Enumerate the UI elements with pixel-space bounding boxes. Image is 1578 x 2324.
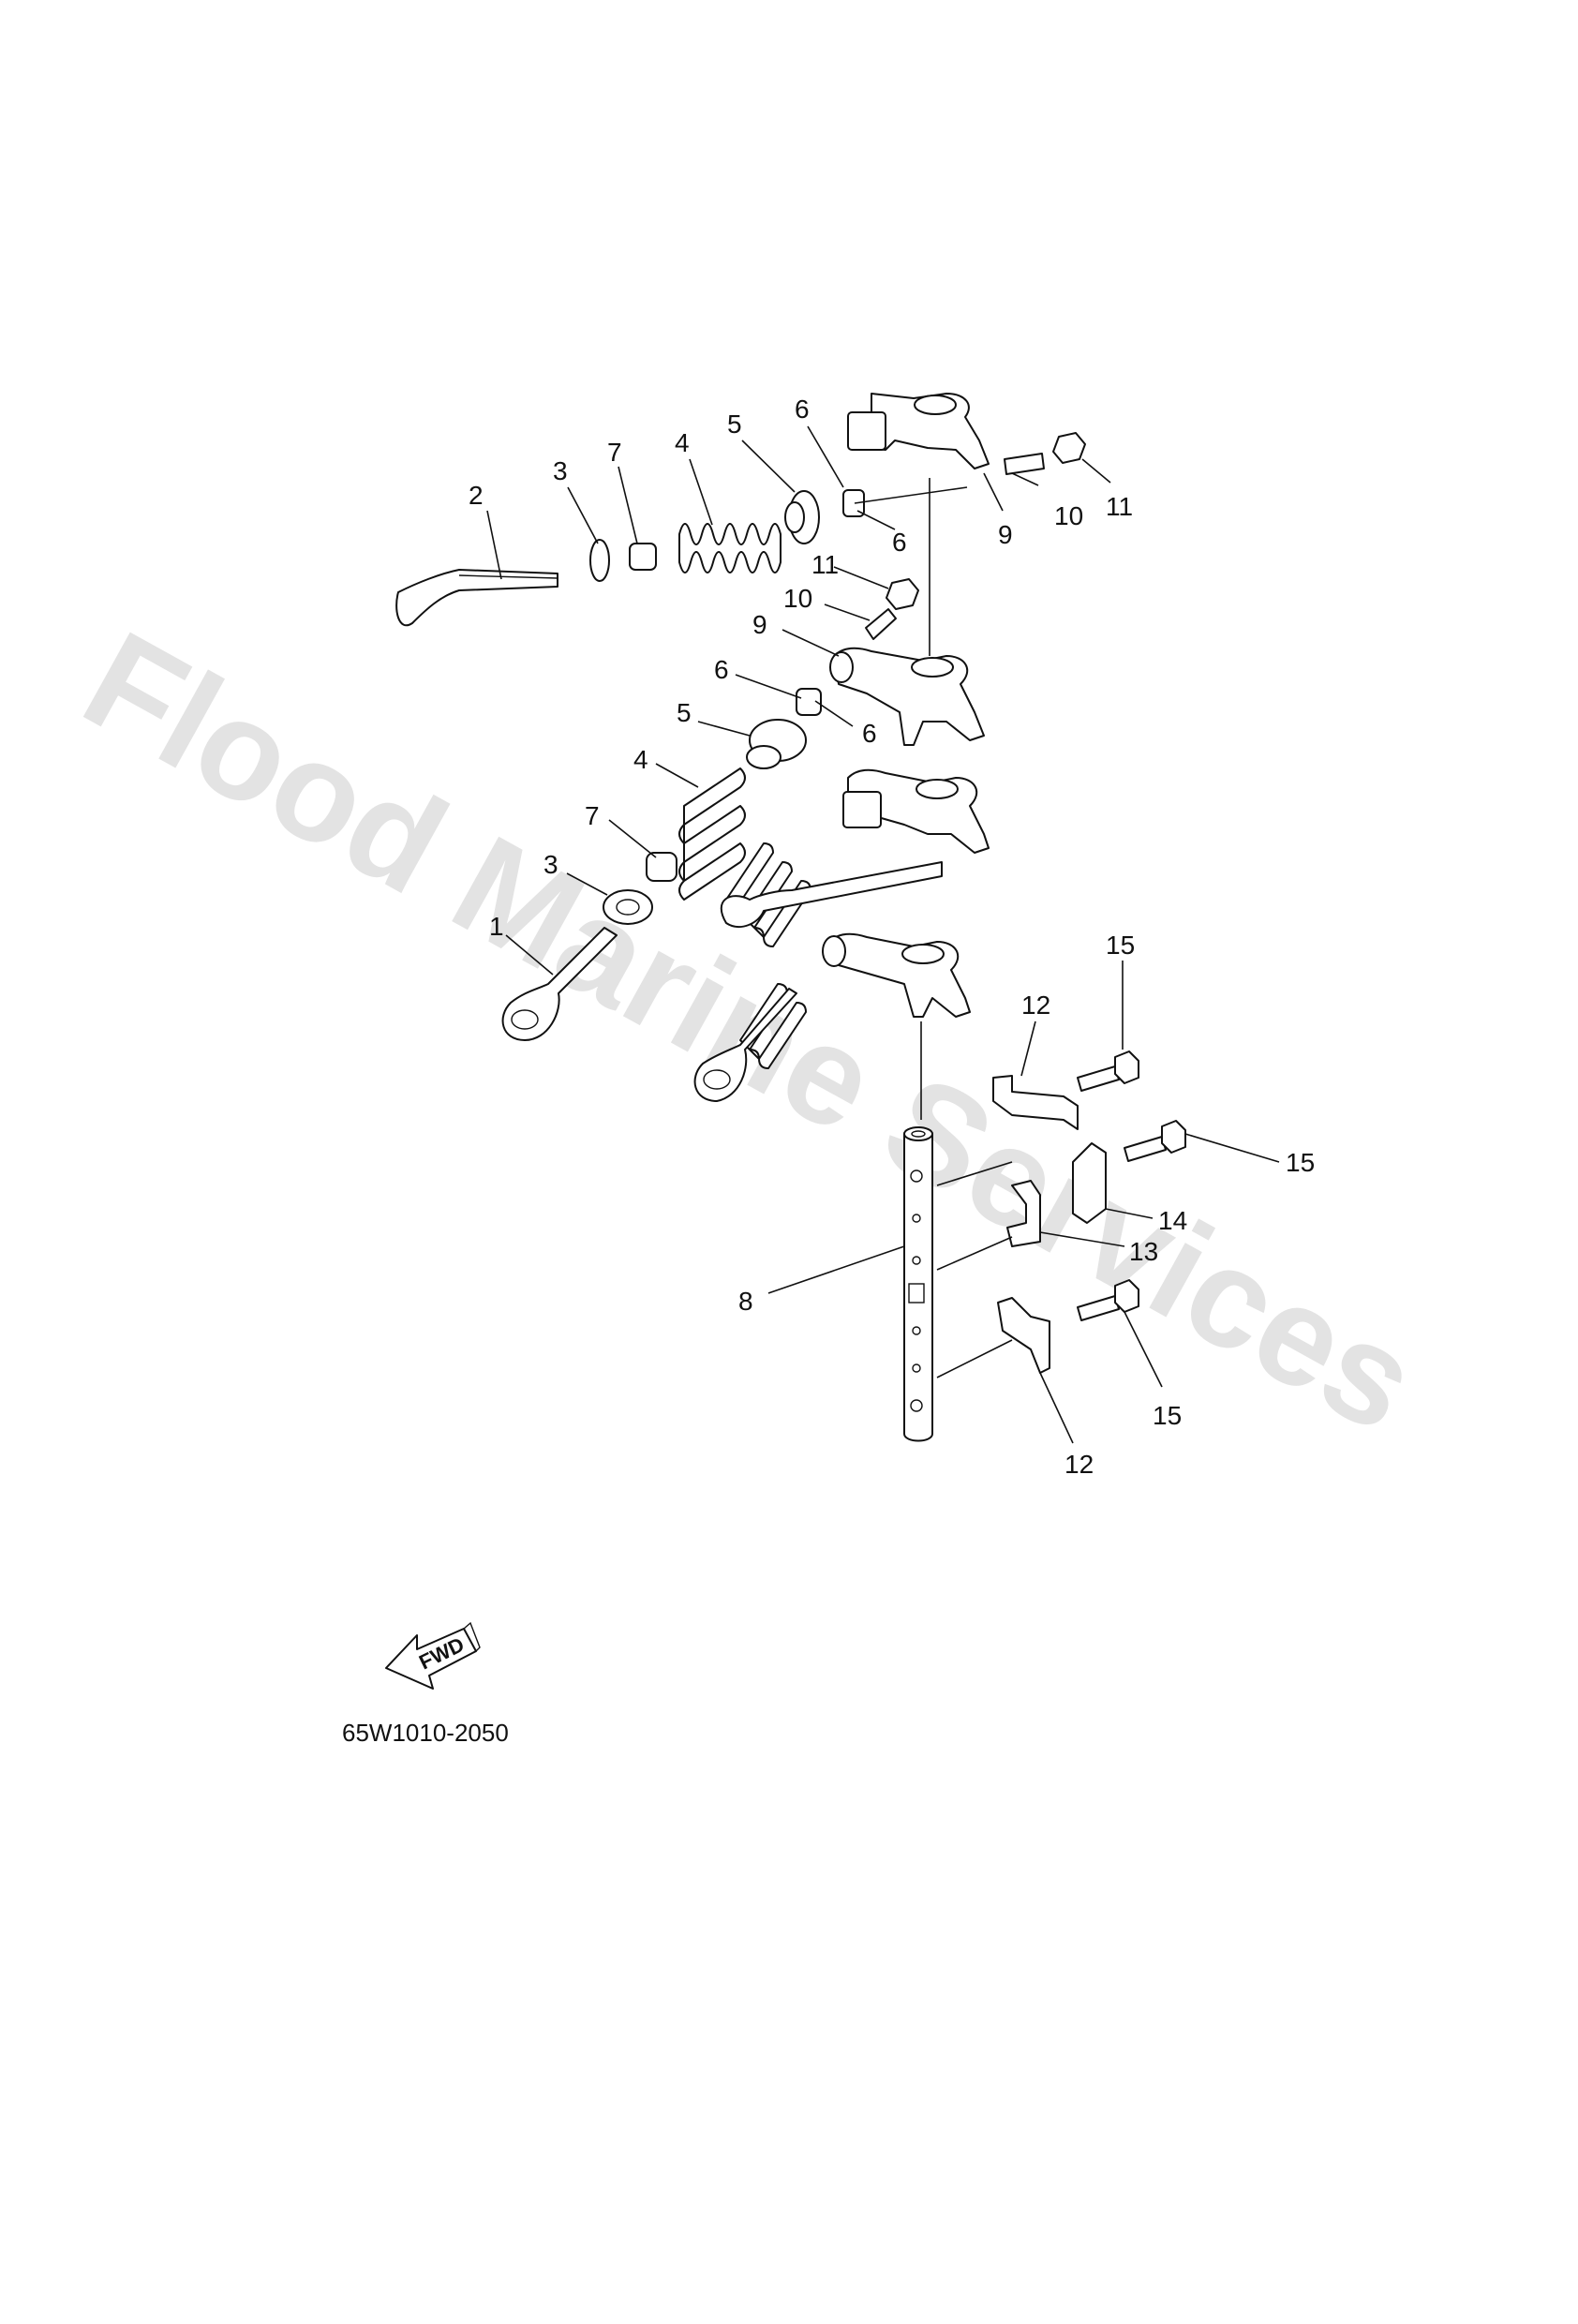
callout-10: 10 bbox=[1054, 501, 1083, 530]
rocker-shaft bbox=[903, 1126, 933, 1442]
callout-12: 12 bbox=[1021, 991, 1050, 1020]
valve-lower bbox=[501, 927, 618, 1041]
assembly-fourth bbox=[693, 932, 971, 1102]
callout-3: 3 bbox=[553, 456, 568, 485]
seal-upper bbox=[629, 543, 657, 571]
adjust-screw-top bbox=[1004, 453, 1045, 475]
diagram-code: 65W1010-2050 bbox=[342, 1719, 509, 1747]
fwd-arrow-icon: FWD bbox=[385, 1621, 481, 1690]
callout-9: 9 bbox=[998, 520, 1013, 549]
callout-11: 11 bbox=[811, 550, 839, 579]
callout-15: 15 bbox=[1286, 1148, 1315, 1177]
nut-second bbox=[886, 578, 919, 610]
rocker-arm-second bbox=[829, 647, 985, 746]
callout-9: 9 bbox=[752, 610, 767, 639]
callout-2: 2 bbox=[469, 481, 484, 510]
callout-15: 15 bbox=[1106, 931, 1135, 960]
washer-upper bbox=[589, 539, 610, 582]
retainer-plate-lower bbox=[997, 1297, 1050, 1374]
washer-second bbox=[603, 889, 653, 925]
callout-7: 7 bbox=[607, 438, 622, 467]
retainer-second bbox=[746, 719, 807, 769]
seal-second bbox=[646, 852, 677, 882]
callout-labels: 1 2 3 3 4 4 5 5 6 6 6 6 7 7 8 9 9 10 10 … bbox=[469, 395, 1315, 1479]
spring-second bbox=[678, 767, 746, 901]
callout-8: 8 bbox=[738, 1287, 753, 1316]
parts-artwork bbox=[395, 393, 1186, 1442]
bolt-lower bbox=[1077, 1279, 1139, 1321]
callout-7: 7 bbox=[585, 801, 600, 830]
assembly-third bbox=[720, 768, 990, 947]
adjust-screw-second bbox=[865, 608, 897, 640]
keeper-upper bbox=[842, 489, 865, 517]
rocker-arm-top bbox=[847, 393, 990, 469]
clip-13 bbox=[1006, 1180, 1041, 1247]
callout-6: 6 bbox=[892, 528, 907, 557]
callout-14: 14 bbox=[1158, 1206, 1187, 1235]
callout-4: 4 bbox=[675, 428, 690, 457]
retainer-plate-upper bbox=[992, 1075, 1079, 1130]
valve-upper bbox=[395, 569, 558, 627]
callout-5: 5 bbox=[727, 410, 742, 439]
leader-lines bbox=[486, 425, 1280, 1444]
callout-12: 12 bbox=[1064, 1450, 1094, 1479]
callout-10: 10 bbox=[783, 584, 812, 613]
spring-upper bbox=[678, 523, 782, 574]
callout-11: 11 bbox=[1106, 492, 1133, 521]
bolt-middle bbox=[1124, 1120, 1186, 1162]
callout-6: 6 bbox=[795, 395, 810, 424]
callout-3: 3 bbox=[543, 850, 558, 879]
callout-1: 1 bbox=[489, 912, 504, 941]
callout-15: 15 bbox=[1153, 1401, 1182, 1430]
keeper-second bbox=[796, 688, 822, 716]
bolt-upper bbox=[1077, 1050, 1139, 1092]
retainer-upper bbox=[784, 490, 820, 544]
callout-6: 6 bbox=[862, 719, 877, 748]
callout-4: 4 bbox=[633, 745, 648, 774]
callout-13: 13 bbox=[1129, 1237, 1158, 1266]
nut-top bbox=[1052, 432, 1086, 464]
callout-6: 6 bbox=[714, 655, 729, 684]
callout-5: 5 bbox=[677, 698, 692, 727]
